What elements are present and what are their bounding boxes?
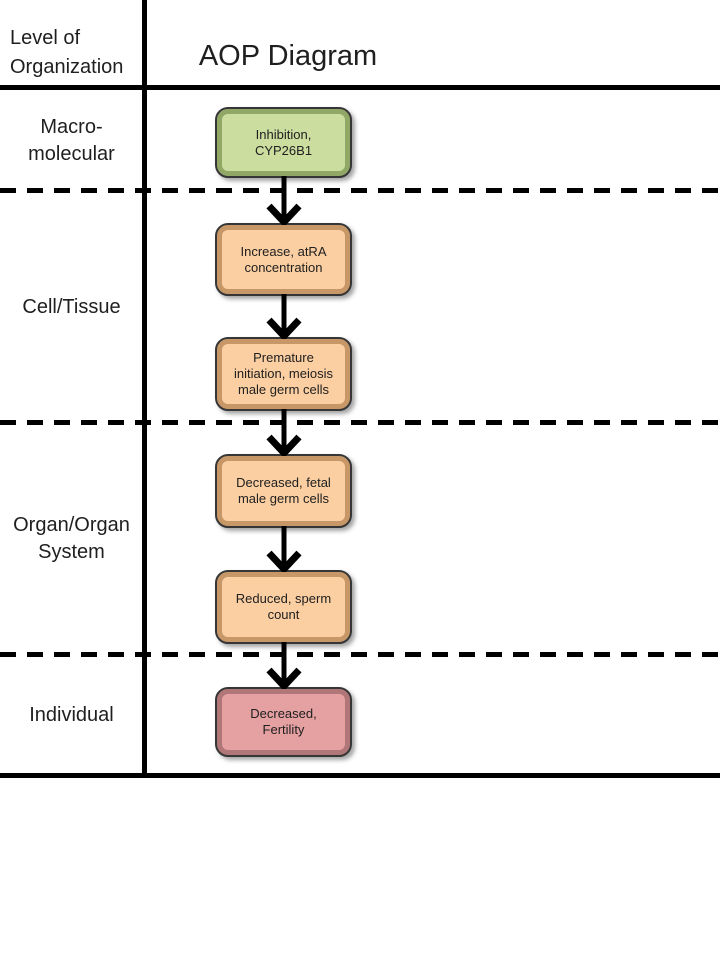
level-separator-dashed-2 [0, 420, 720, 425]
level-separator-dashed-3 [0, 652, 720, 657]
level-label-macromolecular: Macro- molecular [28, 116, 115, 165]
aop-diagram-title: AOP Diagram [198, 40, 378, 72]
node-ke-increase-atra-concentration: Increase, atRA concentration [215, 223, 352, 296]
column-divider-line [142, 0, 147, 778]
level-label-individual: Individual [29, 704, 114, 726]
flow-arrow-down-1 [266, 176, 302, 225]
level-label-cell-tissue: Cell/Tissue [22, 296, 121, 318]
flow-arrow-down-5 [266, 642, 302, 689]
node-ke-reduced-sperm-count: Reduced, sperm count [215, 570, 352, 644]
level-of-organization-header: Level of Organization [10, 27, 124, 78]
header-separator-line [0, 85, 720, 90]
table-bottom-line [0, 773, 720, 778]
flow-arrow-down-2 [266, 294, 302, 339]
node-ke-decreased-fetal-germ-cells: Decreased, fetal male germ cells [215, 454, 352, 528]
flow-arrow-down-4 [266, 526, 302, 572]
node-ke-premature-meiosis-initiation: Premature initiation, meiosis male germ … [215, 337, 352, 411]
level-separator-dashed-1 [0, 188, 720, 193]
level-label-organ-system: Organ/Organ System [13, 514, 130, 563]
node-ao-decreased-fertility: Decreased, Fertility [215, 687, 352, 757]
node-mie-inhibition-cyp26b1: Inhibition, CYP26B1 [215, 107, 352, 178]
flow-arrow-down-3 [266, 409, 302, 456]
